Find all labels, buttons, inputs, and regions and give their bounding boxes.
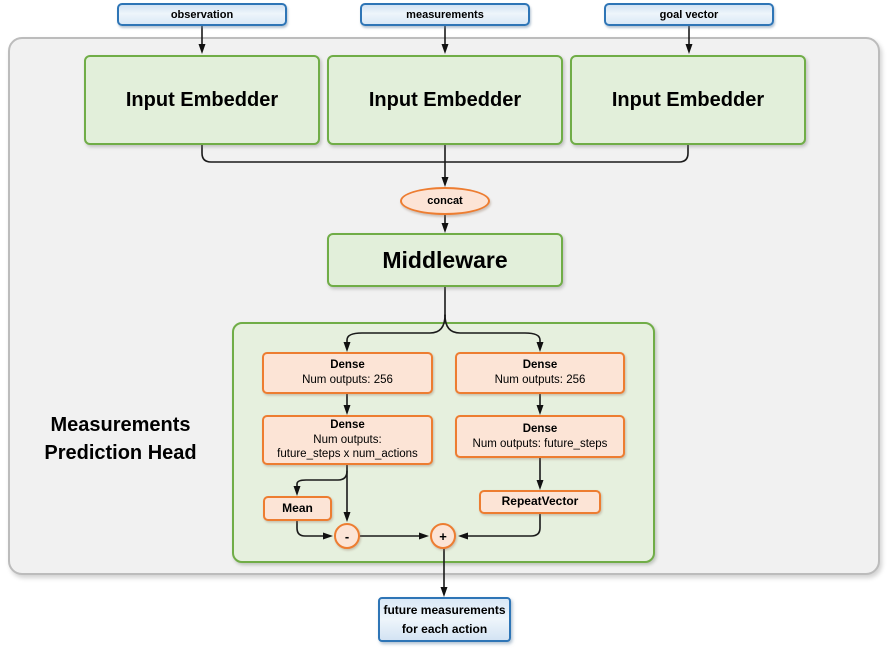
prediction-head-title: Measurements Prediction Head <box>18 408 223 470</box>
dense-right-1-sub: Num outputs: 256 <box>494 374 586 386</box>
add-op-node: + <box>430 523 456 549</box>
wire-embedder1-merge <box>201 144 446 163</box>
dense-right-1: Dense Num outputs: 256 <box>455 352 625 394</box>
dense-right-2-title: Dense <box>522 422 558 435</box>
dense-left-2-title: Dense <box>330 418 365 431</box>
repeat-vector-node: RepeatVector <box>479 490 601 514</box>
wire-repeat-to-plus <box>458 513 541 540</box>
dense-left-2-sub: Num outputs: <box>313 433 382 446</box>
wire-embedder3-merge <box>444 144 689 163</box>
input-embedder-2: Input Embedder <box>327 55 563 145</box>
middleware-node: Middleware <box>327 233 563 287</box>
wire-mean-to-minus <box>296 520 333 540</box>
output-node-line1: future measurements <box>383 602 506 617</box>
input-node-goal-vector: goal vector <box>604 3 774 26</box>
dense-left-2-sub2: future_steps x num_actions <box>277 448 418 461</box>
dense-left-1: Dense Num outputs: 256 <box>262 352 433 394</box>
concat-node: concat <box>400 187 490 215</box>
input-embedder-1: Input Embedder <box>84 55 320 145</box>
dense-left-1-sub: Num outputs: 256 <box>302 374 393 386</box>
output-node-line2: for each action <box>401 621 488 636</box>
wire-branch-to-mean <box>293 470 348 496</box>
wire-split-left <box>343 314 446 352</box>
dense-left-2: Dense Num outputs: future_steps x num_ac… <box>262 415 433 465</box>
dense-left-1-title: Dense <box>330 359 365 372</box>
input-node-measurements: measurements <box>360 3 530 26</box>
mean-node: Mean <box>263 496 332 521</box>
dense-right-2-sub: Num outputs: future_steps <box>472 437 608 450</box>
dense-right-2: Dense Num outputs: future_steps <box>455 415 625 458</box>
prediction-head-title-line2: Prediction Head <box>44 442 197 464</box>
input-node-observation: observation <box>117 3 287 26</box>
output-node-future-measurements: future measurements for each action <box>378 597 511 642</box>
subtract-op-node: - <box>334 523 360 549</box>
wire-split-right <box>444 314 544 352</box>
input-embedder-3: Input Embedder <box>570 55 806 145</box>
prediction-head-title-line1: Measurements <box>50 414 191 436</box>
dense-right-1-title: Dense <box>522 359 558 372</box>
